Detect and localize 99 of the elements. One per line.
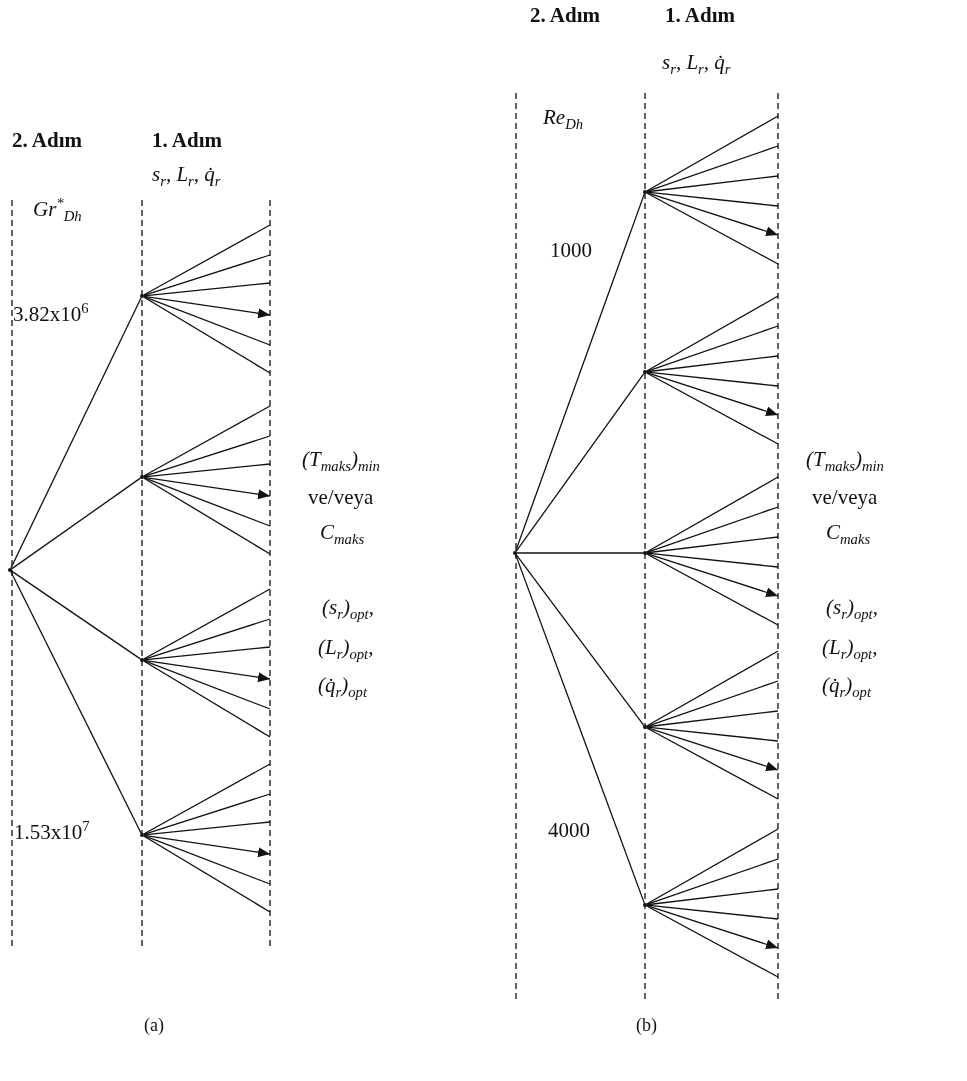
branch-line xyxy=(143,660,271,738)
branch-line xyxy=(143,821,271,836)
branch-line xyxy=(143,296,271,374)
branch-line xyxy=(646,372,779,445)
branch-line xyxy=(516,552,644,554)
variable-label: s$_{r}$, L$_{r}$, q̇$_{r}$ xyxy=(152,162,221,191)
branch-line xyxy=(11,570,141,660)
arrow xyxy=(143,295,271,319)
branch-line xyxy=(646,476,779,553)
branch-line xyxy=(143,835,271,913)
branch-line xyxy=(646,858,779,905)
branch-line xyxy=(646,905,779,978)
result-label: (q̇$_{r}$)$_{opt}$ xyxy=(822,673,871,702)
branch-point xyxy=(140,833,144,837)
branch-line xyxy=(646,888,779,906)
branch-line xyxy=(143,763,271,835)
branch-line xyxy=(143,660,271,710)
branch-point xyxy=(140,475,144,479)
arrow xyxy=(646,552,779,598)
branch-point xyxy=(643,190,647,194)
branch-line xyxy=(646,295,779,372)
branch-line xyxy=(646,371,779,387)
column-heading: 2. Adım xyxy=(12,128,82,154)
objective-label: C$_{maks}$ xyxy=(320,520,365,549)
branch-point xyxy=(643,370,647,374)
panel-caption: (b) xyxy=(636,1015,657,1037)
branch-point xyxy=(643,551,647,555)
branch-line xyxy=(143,463,271,478)
branch-line xyxy=(143,793,271,836)
branch-line xyxy=(646,175,779,193)
branch-line xyxy=(646,355,779,373)
branch-line xyxy=(646,727,779,800)
branch-line xyxy=(143,224,271,296)
branch-line xyxy=(143,588,271,660)
arrow xyxy=(646,371,779,417)
branch-line xyxy=(646,325,779,372)
value-label: 1.53x10$^{7}$ xyxy=(14,818,90,846)
result-label: (s$_{r}$)$_{opt}$, xyxy=(826,595,878,624)
branch-line xyxy=(143,296,271,346)
value-label: 1000 xyxy=(550,238,592,264)
branch-line xyxy=(143,618,271,661)
branch-line xyxy=(10,571,142,834)
objective-label: (T$_{maks}$)$_{min}$ xyxy=(302,447,380,476)
branch-line xyxy=(515,193,645,552)
branch-line xyxy=(646,553,779,626)
variable-label: s$_{r}$, L$_{r}$, q̇$_{r}$ xyxy=(662,50,731,79)
branch-line xyxy=(646,680,779,727)
branch-line xyxy=(646,506,779,553)
result-label: (q̇$_{r}$)$_{opt}$ xyxy=(318,673,367,702)
column-heading: 1. Adım xyxy=(152,128,222,154)
branch-line xyxy=(646,536,779,554)
result-label: (s$_{r}$)$_{opt}$, xyxy=(322,595,374,624)
branch-line xyxy=(646,192,779,265)
arrow xyxy=(646,191,779,237)
column-heading: 1. Adım xyxy=(665,3,735,29)
branch-line xyxy=(143,477,271,527)
branch-line xyxy=(11,477,141,570)
branch-line xyxy=(515,553,645,727)
branch-line xyxy=(646,191,779,207)
branch-line xyxy=(10,297,142,569)
value-label: 4000 xyxy=(548,818,590,844)
arrow xyxy=(646,726,779,772)
result-label: (L$_{r}$)$_{opt}$, xyxy=(318,635,374,664)
value-label: 3.82x10$^{6}$ xyxy=(13,300,89,328)
arrow xyxy=(646,904,779,950)
branch-line xyxy=(646,145,779,192)
branch-line xyxy=(646,115,779,192)
result-label: (L$_{r}$)$_{opt}$, xyxy=(822,635,878,664)
branch-point xyxy=(513,551,517,555)
branch-line xyxy=(143,435,271,478)
branch-point xyxy=(140,294,144,298)
objective-label: ve/veya xyxy=(812,485,878,511)
objective-label: (T$_{maks}$)$_{min}$ xyxy=(806,447,884,476)
arrow xyxy=(143,659,271,683)
branch-line xyxy=(143,254,271,297)
branch-point xyxy=(8,568,12,572)
branch-point xyxy=(643,903,647,907)
branch-line xyxy=(143,405,271,477)
branch-point xyxy=(140,658,144,662)
branch-line xyxy=(646,726,779,742)
arrow xyxy=(143,476,271,500)
branch-line xyxy=(646,552,779,568)
branch-line xyxy=(515,554,645,904)
column-heading: 2. Adım xyxy=(530,3,600,29)
branch-point xyxy=(643,725,647,729)
objective-label: ve/veya xyxy=(308,485,374,511)
branch-line xyxy=(646,904,779,920)
branch-line xyxy=(646,710,779,728)
branch-line xyxy=(646,650,779,727)
objective-label: C$_{maks}$ xyxy=(826,520,871,549)
branch-line xyxy=(143,282,271,297)
branch-line xyxy=(143,835,271,885)
branch-line xyxy=(515,372,645,553)
variable-label: Re$_{Dh}$ xyxy=(543,105,584,134)
arrow xyxy=(143,834,271,858)
branch-line xyxy=(143,477,271,555)
branch-line xyxy=(646,828,779,905)
panel-caption: (a) xyxy=(144,1015,164,1037)
branch-line xyxy=(143,646,271,661)
